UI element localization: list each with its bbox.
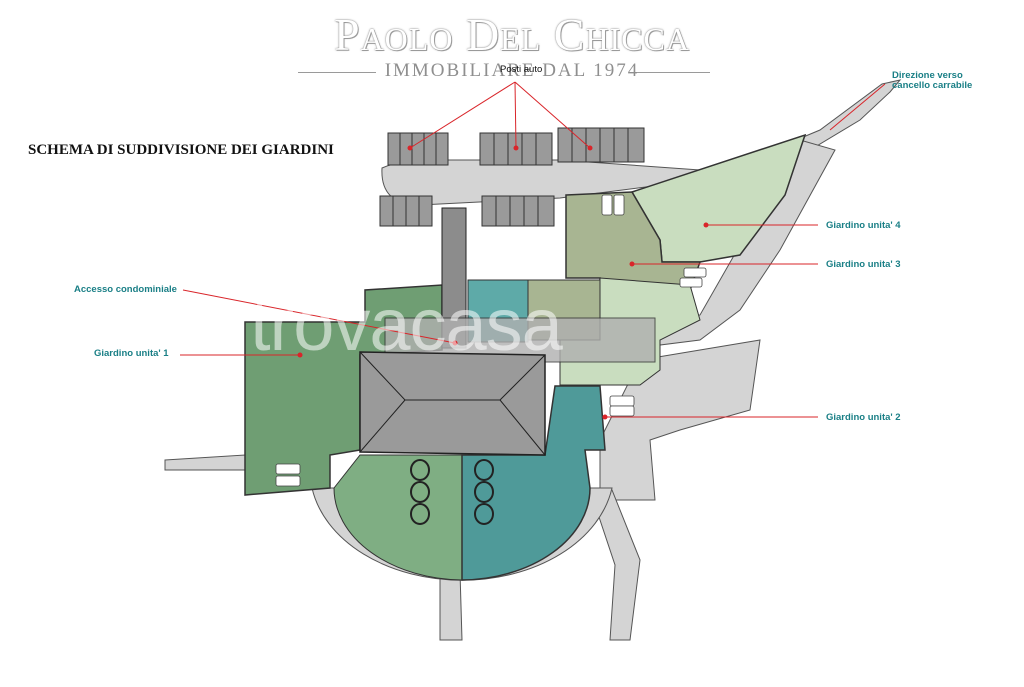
label-giardino-unita-4: Giardino unita' 4 <box>826 220 901 231</box>
parking-block-1 <box>387 132 449 166</box>
garden-unit-2 <box>461 385 606 581</box>
hedges <box>410 459 494 525</box>
parking-block-3 <box>557 127 645 163</box>
road-west <box>164 454 246 471</box>
label-giardino-unita-3: Giardino unita' 3 <box>826 259 901 270</box>
diagram-heading: SCHEMA DI SUDDIVISIONE DEI GIARDINI <box>28 142 334 158</box>
label-accesso-condominiale: Accesso condominiale <box>74 284 177 295</box>
cars <box>275 194 707 487</box>
building-roof <box>359 351 546 456</box>
label-giardino-unita-1: Giardino unita' 1 <box>94 348 169 359</box>
watermark: trovacasa <box>250 283 563 366</box>
label-direzione-line1: Direzione verso <box>892 70 963 81</box>
garden-unit-1-arc <box>333 454 463 581</box>
leader-dots <box>297 145 709 420</box>
label-giardino-unita-2: Giardino unita' 2 <box>826 412 901 423</box>
label-direzione-line2: cancello carrabile <box>892 80 973 91</box>
road-south <box>439 571 463 641</box>
label-posti-auto: Posti auto <box>500 64 543 75</box>
brand-rule-left <box>298 72 376 73</box>
brand-rule-right <box>630 72 710 73</box>
leader-lines <box>180 81 886 418</box>
brand-tagline: IMMOBILIARE DAL 1974 <box>384 60 640 81</box>
brand-name: Paolo Del Chicca <box>333 9 690 60</box>
parking-block-5 <box>481 195 555 227</box>
